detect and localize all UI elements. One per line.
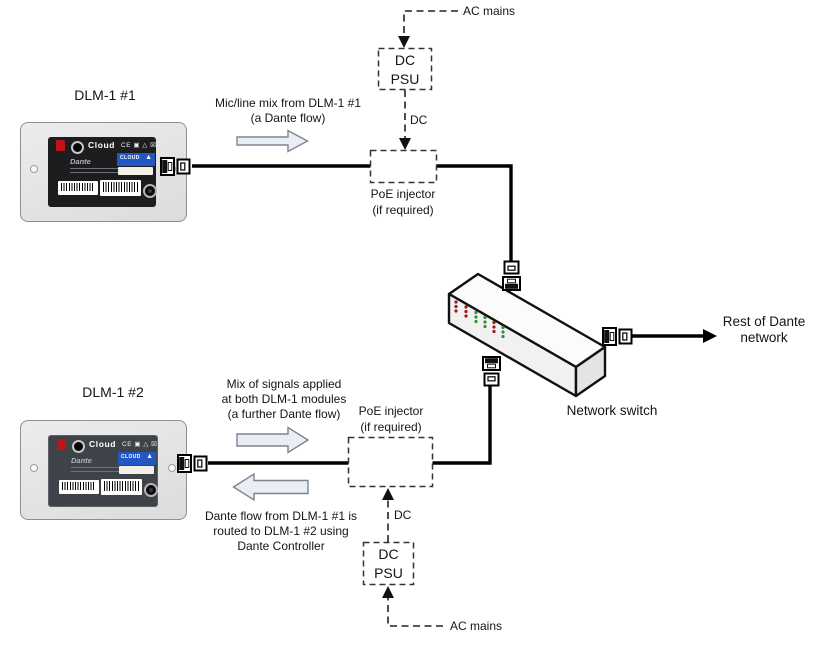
cable-dlm1-to-switch	[192, 164, 513, 262]
poe-line2: (if required)	[360, 420, 422, 434]
screw-hole	[30, 165, 38, 173]
poe-line2: (if required)	[372, 203, 434, 217]
triangle-logo-icon: ▲	[146, 453, 153, 460]
label-white-strip	[118, 167, 153, 175]
poe-injector-box-bottom	[347, 436, 434, 488]
screw-hole	[168, 165, 176, 173]
barcode-label	[101, 479, 142, 495]
flow-return-line2: routed to DLM-1 #2 using	[213, 524, 349, 538]
dc-label-bottom: DC	[394, 508, 412, 522]
dlm1-device: Cloud CE ▣ △ ☒ Dante CLOUD ▲	[20, 122, 187, 222]
device2-title: DLM-1 #2	[82, 384, 144, 400]
arrowhead-dc-top	[399, 138, 411, 150]
rest-line1: Rest of Dante	[722, 314, 806, 329]
dashed-ac-line-bottom	[387, 598, 443, 627]
dc-psu-label-bottom: DC PSU	[363, 545, 414, 583]
flow-mid-line2: at both DLM-1 modules	[221, 392, 347, 406]
rest-of-network-label: Rest of Dante network	[712, 314, 816, 346]
flow-arrow-right-top	[236, 129, 309, 153]
barcode-bars	[104, 481, 139, 491]
poe-injector-box-top	[369, 149, 438, 184]
dc-psu-line2: PSU	[374, 565, 403, 581]
screw-hole	[30, 464, 38, 472]
connector-jack-icon	[72, 440, 85, 453]
flow-top-line1: Mic/line mix from DLM-1 #1	[214, 96, 362, 110]
device1-title: DLM-1 #1	[74, 87, 136, 103]
barcode-bars	[62, 482, 96, 490]
jack-hole	[149, 488, 153, 492]
barcode-bars	[61, 183, 95, 191]
network-switch	[447, 272, 607, 398]
dc-psu-line1: DC	[394, 52, 416, 68]
screw-hole	[168, 464, 176, 472]
dc-label-top: DC	[410, 113, 428, 127]
arrowhead-rest-of-network	[703, 329, 717, 343]
rj45-connector-icon	[502, 260, 521, 291]
jack-hole	[148, 189, 152, 193]
connector-jack-icon	[143, 184, 157, 198]
rest-line2: network	[740, 330, 788, 345]
rj45-connector-icon	[482, 356, 501, 387]
connector-jack-icon	[71, 141, 84, 154]
barcode-label	[59, 480, 99, 494]
dc-psu-label-top: DC PSU	[378, 51, 432, 89]
rj45-connector-icon	[602, 327, 633, 346]
blue-label-brand: CLOUD	[121, 454, 141, 460]
barcode-label	[100, 180, 141, 196]
flow-top-label: Mic/line mix from DLM-1 #1 (a Dante flow…	[202, 96, 374, 126]
barcode-label	[58, 181, 98, 195]
dc-psu-box-top	[377, 47, 433, 91]
arrowhead-ac-top	[398, 36, 410, 48]
cable-dlm2-to-switch	[208, 384, 492, 465]
label-white-strip	[119, 466, 154, 474]
brand-logo-text: Cloud	[88, 140, 116, 150]
blue-product-label: CLOUD ▲	[118, 452, 156, 465]
arrowhead-ac-bottom	[382, 586, 394, 598]
switch-led-indicators	[454, 300, 505, 339]
triangle-logo-icon: ▲	[145, 154, 152, 161]
flow-top-line2: (a Dante flow)	[250, 111, 326, 125]
ac-mains-label-bottom: AC mains	[450, 619, 503, 633]
poe-line1: PoE injector	[358, 404, 424, 418]
panel-text-lines	[70, 168, 120, 173]
dc-psu-box-bottom	[362, 541, 415, 586]
poe-line1: PoE injector	[370, 187, 436, 201]
flow-mid-line3: (a further Dante flow)	[227, 407, 341, 421]
flow-mid-label: Mix of signals applied at both DLM-1 mod…	[198, 377, 370, 422]
dc-psu-line1: DC	[378, 546, 399, 562]
poe-injector-label-bottom: PoE injector (if required)	[341, 403, 441, 435]
network-switch-label: Network switch	[566, 403, 658, 418]
ac-mains-label-top: AC mains	[463, 4, 516, 18]
dlm2-device: Cloud CE ▣ △ ☒ Dante CLOUD ▲	[20, 420, 187, 520]
barcode-bars	[103, 182, 138, 192]
flow-arrow-right-mid	[236, 426, 310, 454]
panel-text-lines	[71, 467, 121, 472]
brand-logo-text: Cloud	[89, 439, 117, 449]
blue-product-label: CLOUD ▲	[117, 153, 155, 166]
certification-marks: CE ▣ △ ☒	[121, 142, 157, 149]
dlm1-rear-panel: Cloud CE ▣ △ ☒ Dante CLOUD ▲	[48, 137, 157, 207]
cloud-red-logo-icon	[56, 140, 65, 151]
flow-return-label: Dante flow from DLM-1 #1 is routed to DL…	[195, 509, 367, 554]
arrowhead-dc-bottom	[382, 488, 394, 500]
dante-logo-text: Dante	[71, 456, 92, 465]
blue-label-brand: CLOUD	[120, 155, 140, 161]
certification-marks: CE ▣ △ ☒	[122, 441, 158, 448]
poe-injector-label-top: PoE injector (if required)	[353, 186, 453, 218]
dashed-ac-line-top	[403, 10, 458, 37]
dc-psu-line2: PSU	[390, 71, 420, 87]
flow-mid-line1: Mix of signals applied	[226, 377, 342, 391]
flow-return-line1: Dante flow from DLM-1 #1 is	[204, 509, 358, 523]
dante-logo-text: Dante	[70, 157, 91, 166]
flow-arrow-left-return	[232, 472, 309, 502]
flow-return-line3: Dante Controller	[237, 539, 325, 553]
dlm2-rear-panel: Cloud CE ▣ △ ☒ Dante CLOUD ▲	[48, 435, 158, 507]
connector-jack-icon	[144, 483, 158, 497]
cloud-red-logo-icon	[57, 439, 66, 450]
